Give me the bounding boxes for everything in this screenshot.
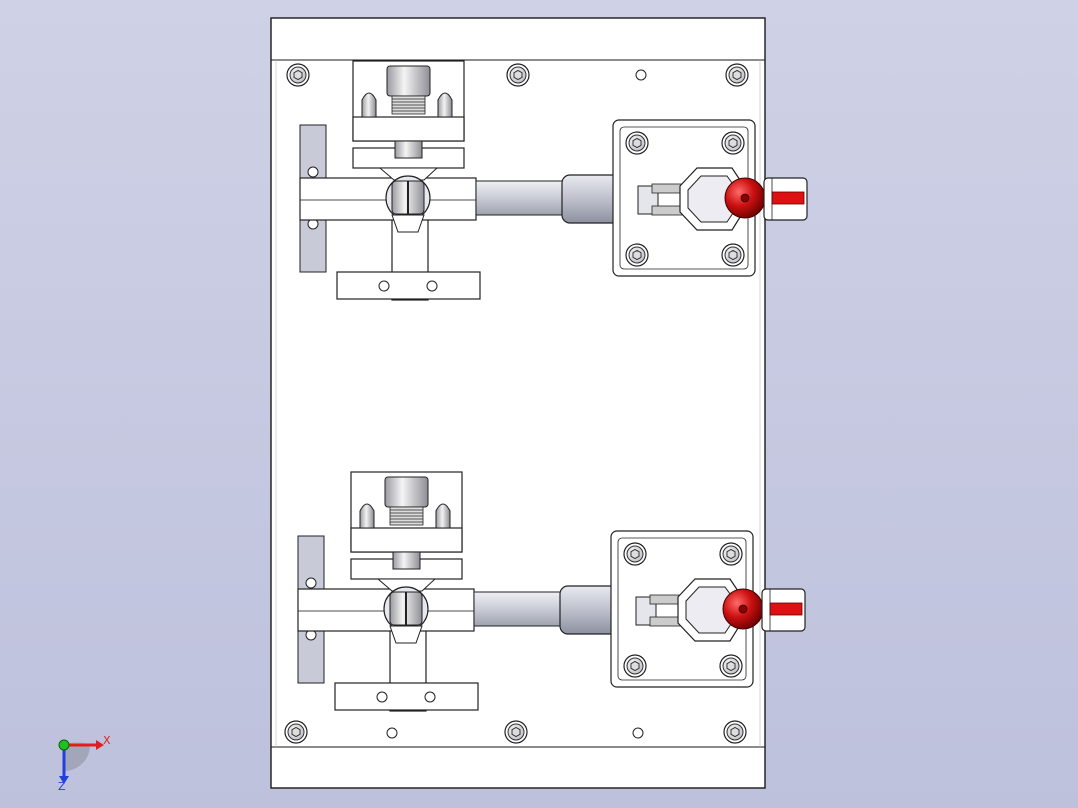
x-axis-label: X	[103, 734, 111, 747]
z-axis-label: Z	[58, 780, 66, 793]
y-axis-dot	[58, 739, 70, 751]
coordinate-triad: X Z	[58, 734, 111, 793]
